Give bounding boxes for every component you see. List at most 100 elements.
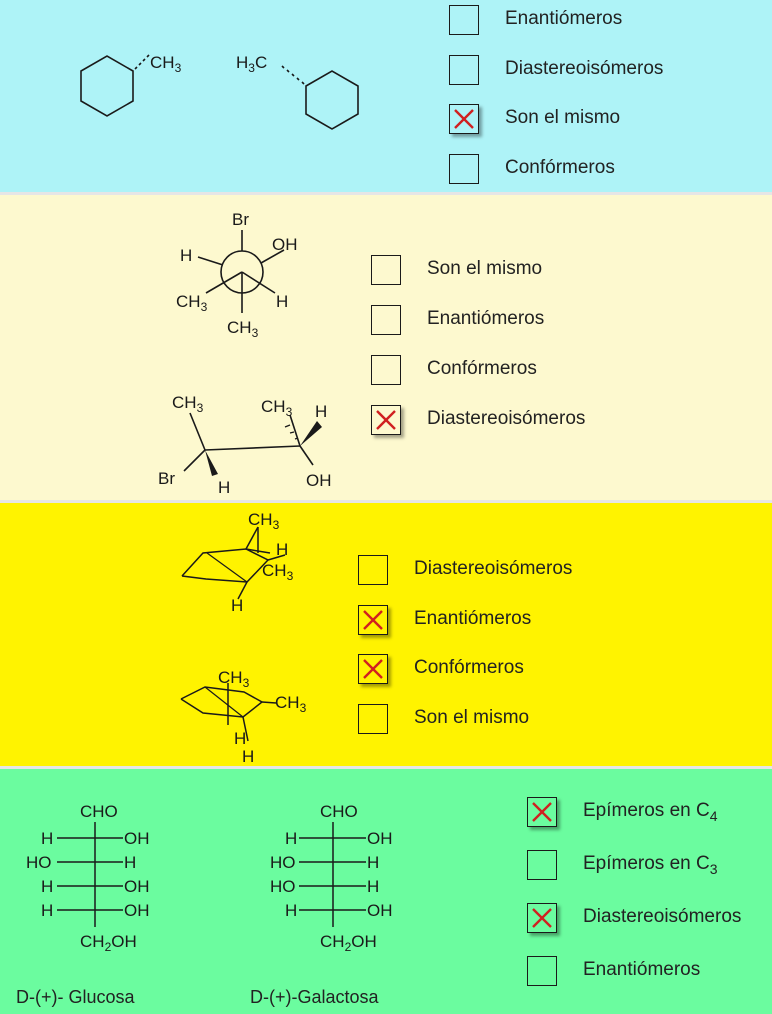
hashed-bond-b <box>281 65 305 85</box>
answer-checkbox[interactable] <box>449 153 479 184</box>
sawhorse-c1-top-label: CH3 <box>172 393 204 415</box>
red-x-icon <box>532 908 552 928</box>
answer-option-label: Son el mismo <box>427 258 543 279</box>
answer-checkbox[interactable] <box>358 654 388 684</box>
answer-checkbox[interactable] <box>449 104 479 134</box>
panel-divider <box>0 192 772 195</box>
answer-checkbox[interactable] <box>527 956 557 986</box>
glucose-row1-left: H <box>41 829 53 848</box>
newman-right-label: OH <box>272 235 298 254</box>
chair-a-h1-label: H <box>276 540 288 559</box>
answer-checkbox[interactable] <box>358 604 388 635</box>
structures-diagram-3: CH3 H CH3 H CH3 CH3 H H <box>180 510 307 766</box>
chair-a-top-label: CH3 <box>248 510 280 532</box>
answer-option-label: Diastereoisómeros <box>583 906 742 927</box>
question-panel-3: CH3 H CH3 H CH3 CH3 H H Diastereoisómero… <box>0 503 772 766</box>
answer-option-label: Son el mismo <box>414 706 530 728</box>
red-x-icon <box>363 609 383 630</box>
galactose-row2-right: H <box>367 853 379 872</box>
red-x-icon <box>532 802 552 822</box>
glucose-row1-right: OH <box>124 829 150 848</box>
answer-checkbox[interactable] <box>358 555 388 585</box>
fischer-projections: CHO H OH HO H H OH H OH CH2OH CHO H OH H… <box>26 802 393 954</box>
newman-lower-left-label: CH3 <box>176 292 208 314</box>
chair-b-h1-label: H <box>234 729 246 748</box>
glucose-row2-right: H <box>124 853 136 872</box>
structures-diagram-2: Br H OH CH3 H CH3 CH3 Br H CH3 H OH <box>158 210 332 497</box>
glucose-row4-left: H <box>41 901 53 920</box>
methyl-label-a: CH3 <box>150 53 182 75</box>
answer-option-label: Enantiómeros <box>414 607 532 629</box>
question-panel-2: Br H OH CH3 H CH3 CH3 Br H CH3 H OH Son … <box>0 195 772 500</box>
galactose-row3-right: H <box>367 877 379 896</box>
glucose-bottom-label: CH2OH <box>80 932 137 954</box>
chair-b-bottom-label: H <box>242 747 254 766</box>
question-panel-4: CHO H OH HO H H OH H OH CH2OH CHO H OH H… <box>0 769 772 1014</box>
answer-checkbox[interactable] <box>527 903 557 933</box>
answer-checkbox[interactable] <box>371 305 401 335</box>
answer-checkbox[interactable] <box>449 5 479 35</box>
sawhorse-c1-bottom-label: H <box>218 478 230 497</box>
chair-a-me2-label: CH3 <box>262 561 294 583</box>
answer-checkbox[interactable] <box>358 703 388 734</box>
hashed-bond-a <box>134 54 150 70</box>
hashed-bond-c <box>284 424 299 440</box>
chair-b-top-label: CH3 <box>218 668 250 690</box>
answer-option-label: Confórmeros <box>505 156 615 178</box>
newman-left-label: H <box>180 246 192 265</box>
answer-checkbox[interactable] <box>449 54 479 85</box>
red-x-icon <box>363 659 383 679</box>
glucose-row3-right: OH <box>124 877 150 896</box>
answer-option-label: Enantiómeros <box>505 8 623 29</box>
answer-checkbox[interactable] <box>371 355 401 385</box>
chair-ring-b <box>180 686 264 718</box>
red-x-icon <box>454 109 474 129</box>
glucose-row4-right: OH <box>124 901 150 920</box>
galactose-row3-left: HO <box>270 877 296 896</box>
answer-checkbox[interactable] <box>527 797 557 827</box>
answer-option-label: Confórmeros <box>414 657 524 678</box>
galactose-caption: D-(+)-Galactosa <box>250 987 379 1007</box>
wedge-bond-2 <box>300 421 322 446</box>
galactose-top-label: CHO <box>320 802 358 821</box>
answer-option-label: Diastereoisómeros <box>505 57 664 79</box>
answer-checkbox[interactable] <box>371 255 401 285</box>
sawhorse-c2-top-label: CH3 <box>261 397 293 419</box>
methyl-label-b: H3C <box>236 53 267 75</box>
galactose-row1-right: OH <box>367 829 393 848</box>
glucose-row2-left: HO <box>26 853 52 872</box>
newman-top-label: Br <box>232 210 249 229</box>
answer-checkbox[interactable] <box>371 405 401 435</box>
answer-option-label: Epímeros en C4 <box>583 800 718 824</box>
galactose-row4-right: OH <box>367 901 393 920</box>
answer-option-label: Epímeros en C3 <box>583 853 718 877</box>
cyclohexane-ring-b <box>305 70 359 130</box>
glucose-top-label: CHO <box>80 802 118 821</box>
sawhorse-c2-bottom-label: OH <box>306 471 332 490</box>
galactose-row2-left: HO <box>270 853 296 872</box>
chair-a-bottom-label: H <box>231 596 243 615</box>
answer-option-label: Diastereoisómeros <box>427 408 586 429</box>
answer-option-label: Confórmeros <box>427 358 537 379</box>
glucose-row3-left: H <box>41 877 53 896</box>
wedge-bond-1 <box>205 450 218 476</box>
structures-diagram-1: CH3 H3C <box>80 53 359 130</box>
answer-option-label: Enantiómeros <box>427 308 545 329</box>
panel-divider <box>0 500 772 503</box>
galactose-row1-left: H <box>285 829 297 848</box>
red-x-icon <box>376 410 396 430</box>
fischer-galactose <box>299 822 366 927</box>
panel-divider <box>0 766 772 769</box>
galactose-row4-left: H <box>285 901 297 920</box>
sawhorse-c1-left-label: Br <box>158 469 175 488</box>
newman-bottom-label: CH3 <box>227 318 259 340</box>
answer-option-label: Diastereoisómeros <box>414 558 573 579</box>
glucose-caption: D-(+)- Glucosa <box>16 987 135 1007</box>
fischer-glucose <box>57 822 123 927</box>
answer-option-label: Son el mismo <box>505 107 621 128</box>
galactose-bottom-label: CH2OH <box>320 932 377 954</box>
answer-option-label: Enantiómeros <box>583 959 701 980</box>
answer-checkbox[interactable] <box>527 850 557 880</box>
chair-b-me2-label: CH3 <box>275 693 307 715</box>
